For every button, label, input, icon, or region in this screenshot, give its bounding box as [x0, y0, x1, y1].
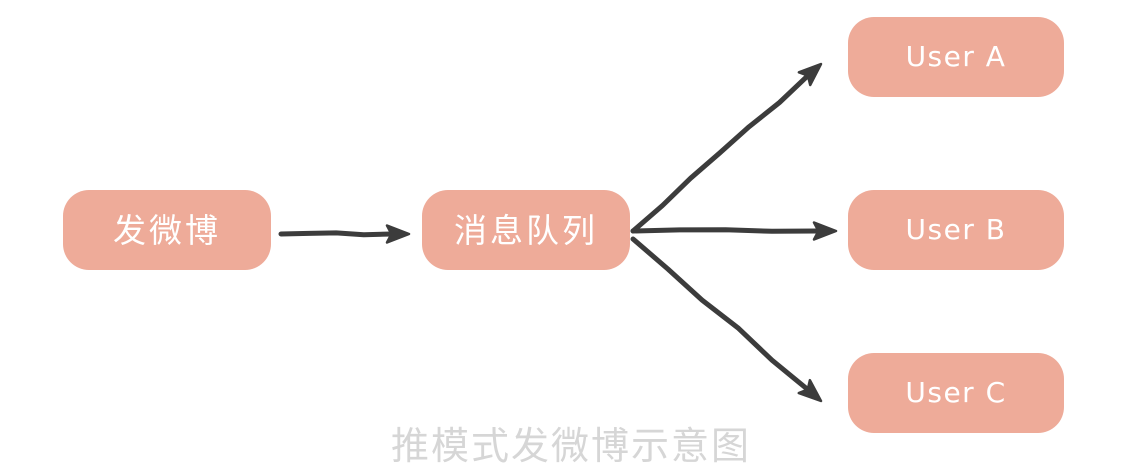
node-user-a[interactable]: User A: [848, 17, 1064, 97]
edge-queue-to-usera-shaft: [630, 73, 811, 234]
node-user-b-label: User B: [905, 213, 1007, 246]
edge-post-to-queue-arrowhead: [385, 224, 411, 244]
edge-queue-to-userb-arrowhead: [812, 221, 838, 241]
node-message-queue-label: 消息队列: [454, 210, 598, 250]
edge-queue-to-usera-arrowhead: [797, 62, 823, 87]
node-post-weibo-label: 发微博: [113, 210, 221, 250]
diagram-caption: 推模式发微博示意图: [390, 424, 751, 468]
edge-post-to-queue-shaft: [278, 230, 394, 238]
node-message-queue[interactable]: 消息队列: [422, 190, 630, 270]
node-user-b[interactable]: User B: [848, 190, 1064, 270]
node-user-a-label: User A: [905, 40, 1007, 73]
edge-queue-to-userb-shaft: [630, 227, 821, 234]
node-user-c-label: User C: [905, 376, 1007, 409]
edge-queue-to-userc-arrowhead: [797, 378, 823, 403]
edge-queue-to-userc-shaft: [630, 236, 811, 392]
node-post-weibo[interactable]: 发微博: [63, 190, 271, 270]
node-user-c[interactable]: User C: [848, 353, 1064, 433]
